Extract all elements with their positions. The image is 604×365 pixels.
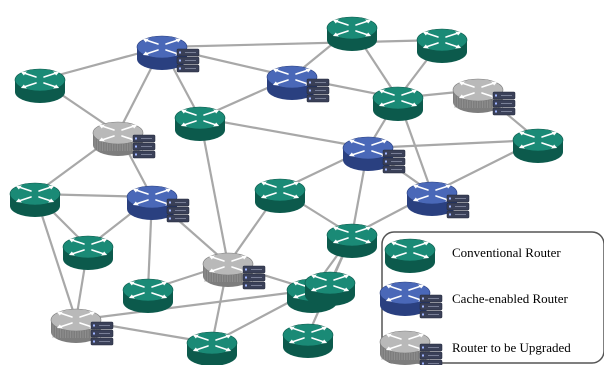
link-g12-u4 xyxy=(75,288,313,322)
router-conventional-g7 xyxy=(9,182,61,217)
router-upgrade-u1 xyxy=(92,121,156,159)
router-cache-c3 xyxy=(126,185,190,223)
routers-layer xyxy=(9,16,564,365)
router-conventional-legend-0 xyxy=(384,238,436,273)
link-c1-g3 xyxy=(161,38,443,49)
router-cache-legend-1 xyxy=(379,281,443,319)
router-conventional-g13 xyxy=(282,323,334,358)
router-conventional-g10 xyxy=(122,278,174,313)
link-g6-c4 xyxy=(367,138,539,150)
router-cache-c1 xyxy=(136,35,200,73)
router-conventional-g2 xyxy=(326,16,378,51)
router-conventional-g14 xyxy=(186,331,238,365)
router-upgrade-u3 xyxy=(202,252,266,290)
link-g4-u3 xyxy=(198,117,230,265)
router-upgrade-legend-2 xyxy=(379,330,443,365)
router-cache-c4 xyxy=(342,136,406,174)
router-conventional-g3 xyxy=(416,28,468,63)
router-upgrade-u2 xyxy=(452,78,516,116)
router-upgrade-u4 xyxy=(50,308,114,346)
router-conventional-g9 xyxy=(62,235,114,270)
router-conventional-g6 xyxy=(512,128,564,163)
router-cache-c2 xyxy=(266,65,330,103)
legend: Conventional Router Cache-enabled Router… xyxy=(379,231,604,365)
router-conventional-g1 xyxy=(14,68,66,103)
router-cache-c5 xyxy=(406,181,470,219)
legend-label-cache: Cache-enabled Router xyxy=(452,291,569,306)
router-conventional-g8 xyxy=(254,178,306,213)
router-conventional-g15 xyxy=(304,271,356,306)
router-conventional-g4 xyxy=(174,106,226,141)
link-g4-c4 xyxy=(199,116,369,150)
legend-label-conventional: Conventional Router xyxy=(452,245,561,260)
router-conventional-g5 xyxy=(372,86,424,121)
legend-icons xyxy=(379,238,443,365)
router-conventional-g11 xyxy=(326,223,378,258)
legend-label-upgrade: Router to be Upgraded xyxy=(452,340,571,355)
